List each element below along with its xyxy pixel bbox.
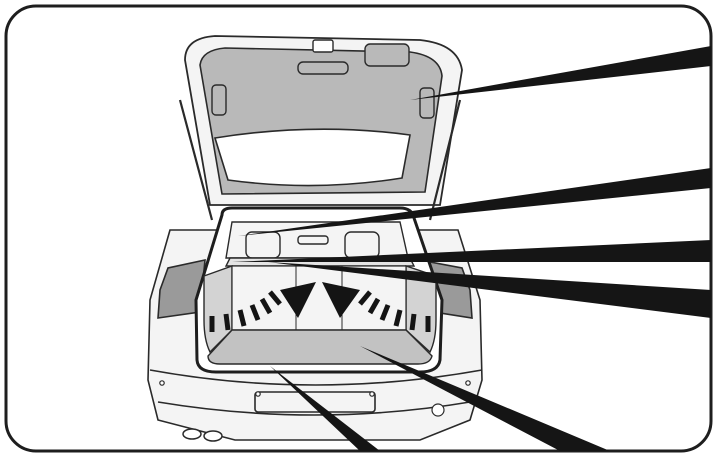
tailgate-hinge-mount <box>312 39 334 53</box>
cargo-floor <box>207 329 433 365</box>
callout-line-6 <box>270 366 380 451</box>
callout-line-4 <box>268 262 711 318</box>
left-down-arrow <box>280 282 316 318</box>
tailgate-latch-box <box>364 43 410 67</box>
callout-line-3 <box>232 240 711 262</box>
parking-sensors <box>159 380 471 417</box>
callout-line-2 <box>238 168 711 236</box>
tailgate-handle-left <box>211 84 227 116</box>
right-down-arrow <box>322 282 360 318</box>
callout-line-1 <box>410 46 711 100</box>
callout-line-5 <box>360 346 610 451</box>
left-indicator-ticks <box>209 290 282 332</box>
tailgate-top-grip <box>297 61 349 75</box>
rear-seat-backs <box>225 221 409 259</box>
callout-lines <box>232 46 711 451</box>
tailgate-handle-right <box>419 87 435 119</box>
tailgate <box>178 35 463 221</box>
tailgate-window <box>213 128 411 187</box>
exhaust-pipes <box>182 428 223 442</box>
right-indicator-ticks <box>358 290 431 332</box>
